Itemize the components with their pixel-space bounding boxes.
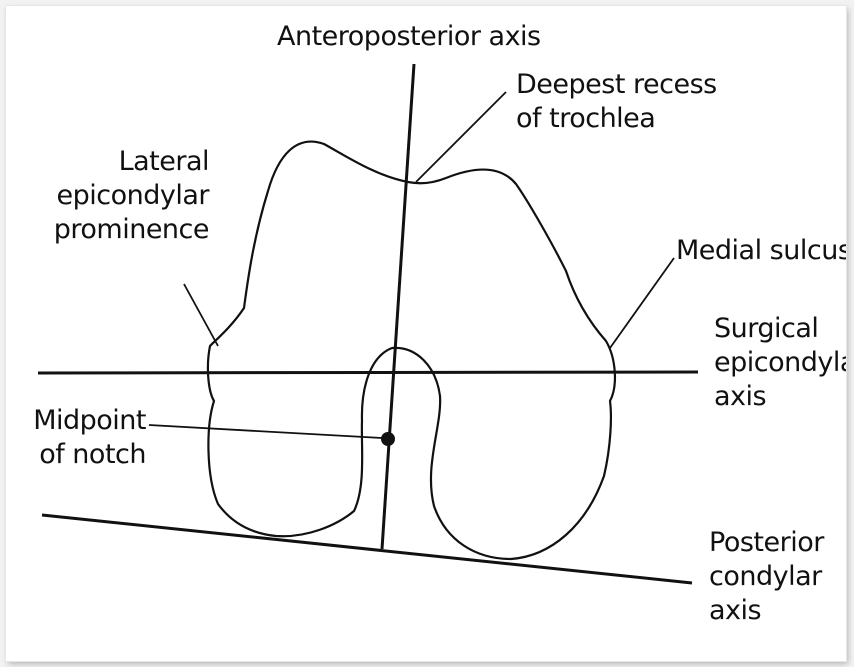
posterior-condylar-axis-line: [42, 515, 692, 583]
label-surgical-line1: Surgical: [714, 312, 846, 346]
diagram-frame: Anteroposterior axis Deepest recess of t…: [6, 6, 846, 661]
label-posterior-line1: Posterior: [709, 526, 824, 560]
label-posterior-line3: axis: [709, 594, 824, 628]
label-surgical-line2: epicondyla: [714, 346, 846, 380]
leader-midpoint-notch: [149, 425, 382, 438]
label-lateral-epicondylar: Lateral epicondylar prominence: [34, 145, 209, 247]
label-lateral-epicondylar-line3: prominence: [34, 213, 209, 247]
leader-medial-sulcus: [610, 258, 674, 348]
label-lateral-epicondylar-line1: Lateral: [34, 145, 209, 179]
label-posterior-line2: condylar: [709, 560, 824, 594]
label-lateral-epicondylar-line2: epicondylar: [34, 179, 209, 213]
label-anteroposterior-axis: Anteroposterior axis: [277, 20, 541, 54]
leader-deepest-recess: [416, 92, 506, 182]
label-surgical-line3: axis: [714, 380, 846, 414]
surgical-epicondylar-axis-line: [38, 372, 698, 373]
label-surgical-epicondylar: Surgical epicondyla axis: [714, 312, 846, 414]
leader-lateral-epicondylar: [184, 284, 218, 346]
label-midpoint-line1: Midpoint: [12, 404, 146, 438]
anteroposterior-axis-line: [382, 64, 414, 549]
label-midpoint-line2: of notch: [12, 438, 146, 472]
midpoint-of-notch-dot: [381, 432, 395, 446]
femur-outline: [208, 142, 615, 559]
label-posterior-condylar: Posterior condylar axis: [709, 526, 824, 628]
label-medial-sulcus: Medial sulcus: [676, 234, 846, 268]
label-deepest-recess: Deepest recess of trochlea: [516, 68, 717, 136]
label-deepest-recess-line1: Deepest recess: [516, 68, 717, 102]
label-midpoint-notch: Midpoint of notch: [12, 404, 146, 472]
label-deepest-recess-line2: of trochlea: [516, 102, 717, 136]
